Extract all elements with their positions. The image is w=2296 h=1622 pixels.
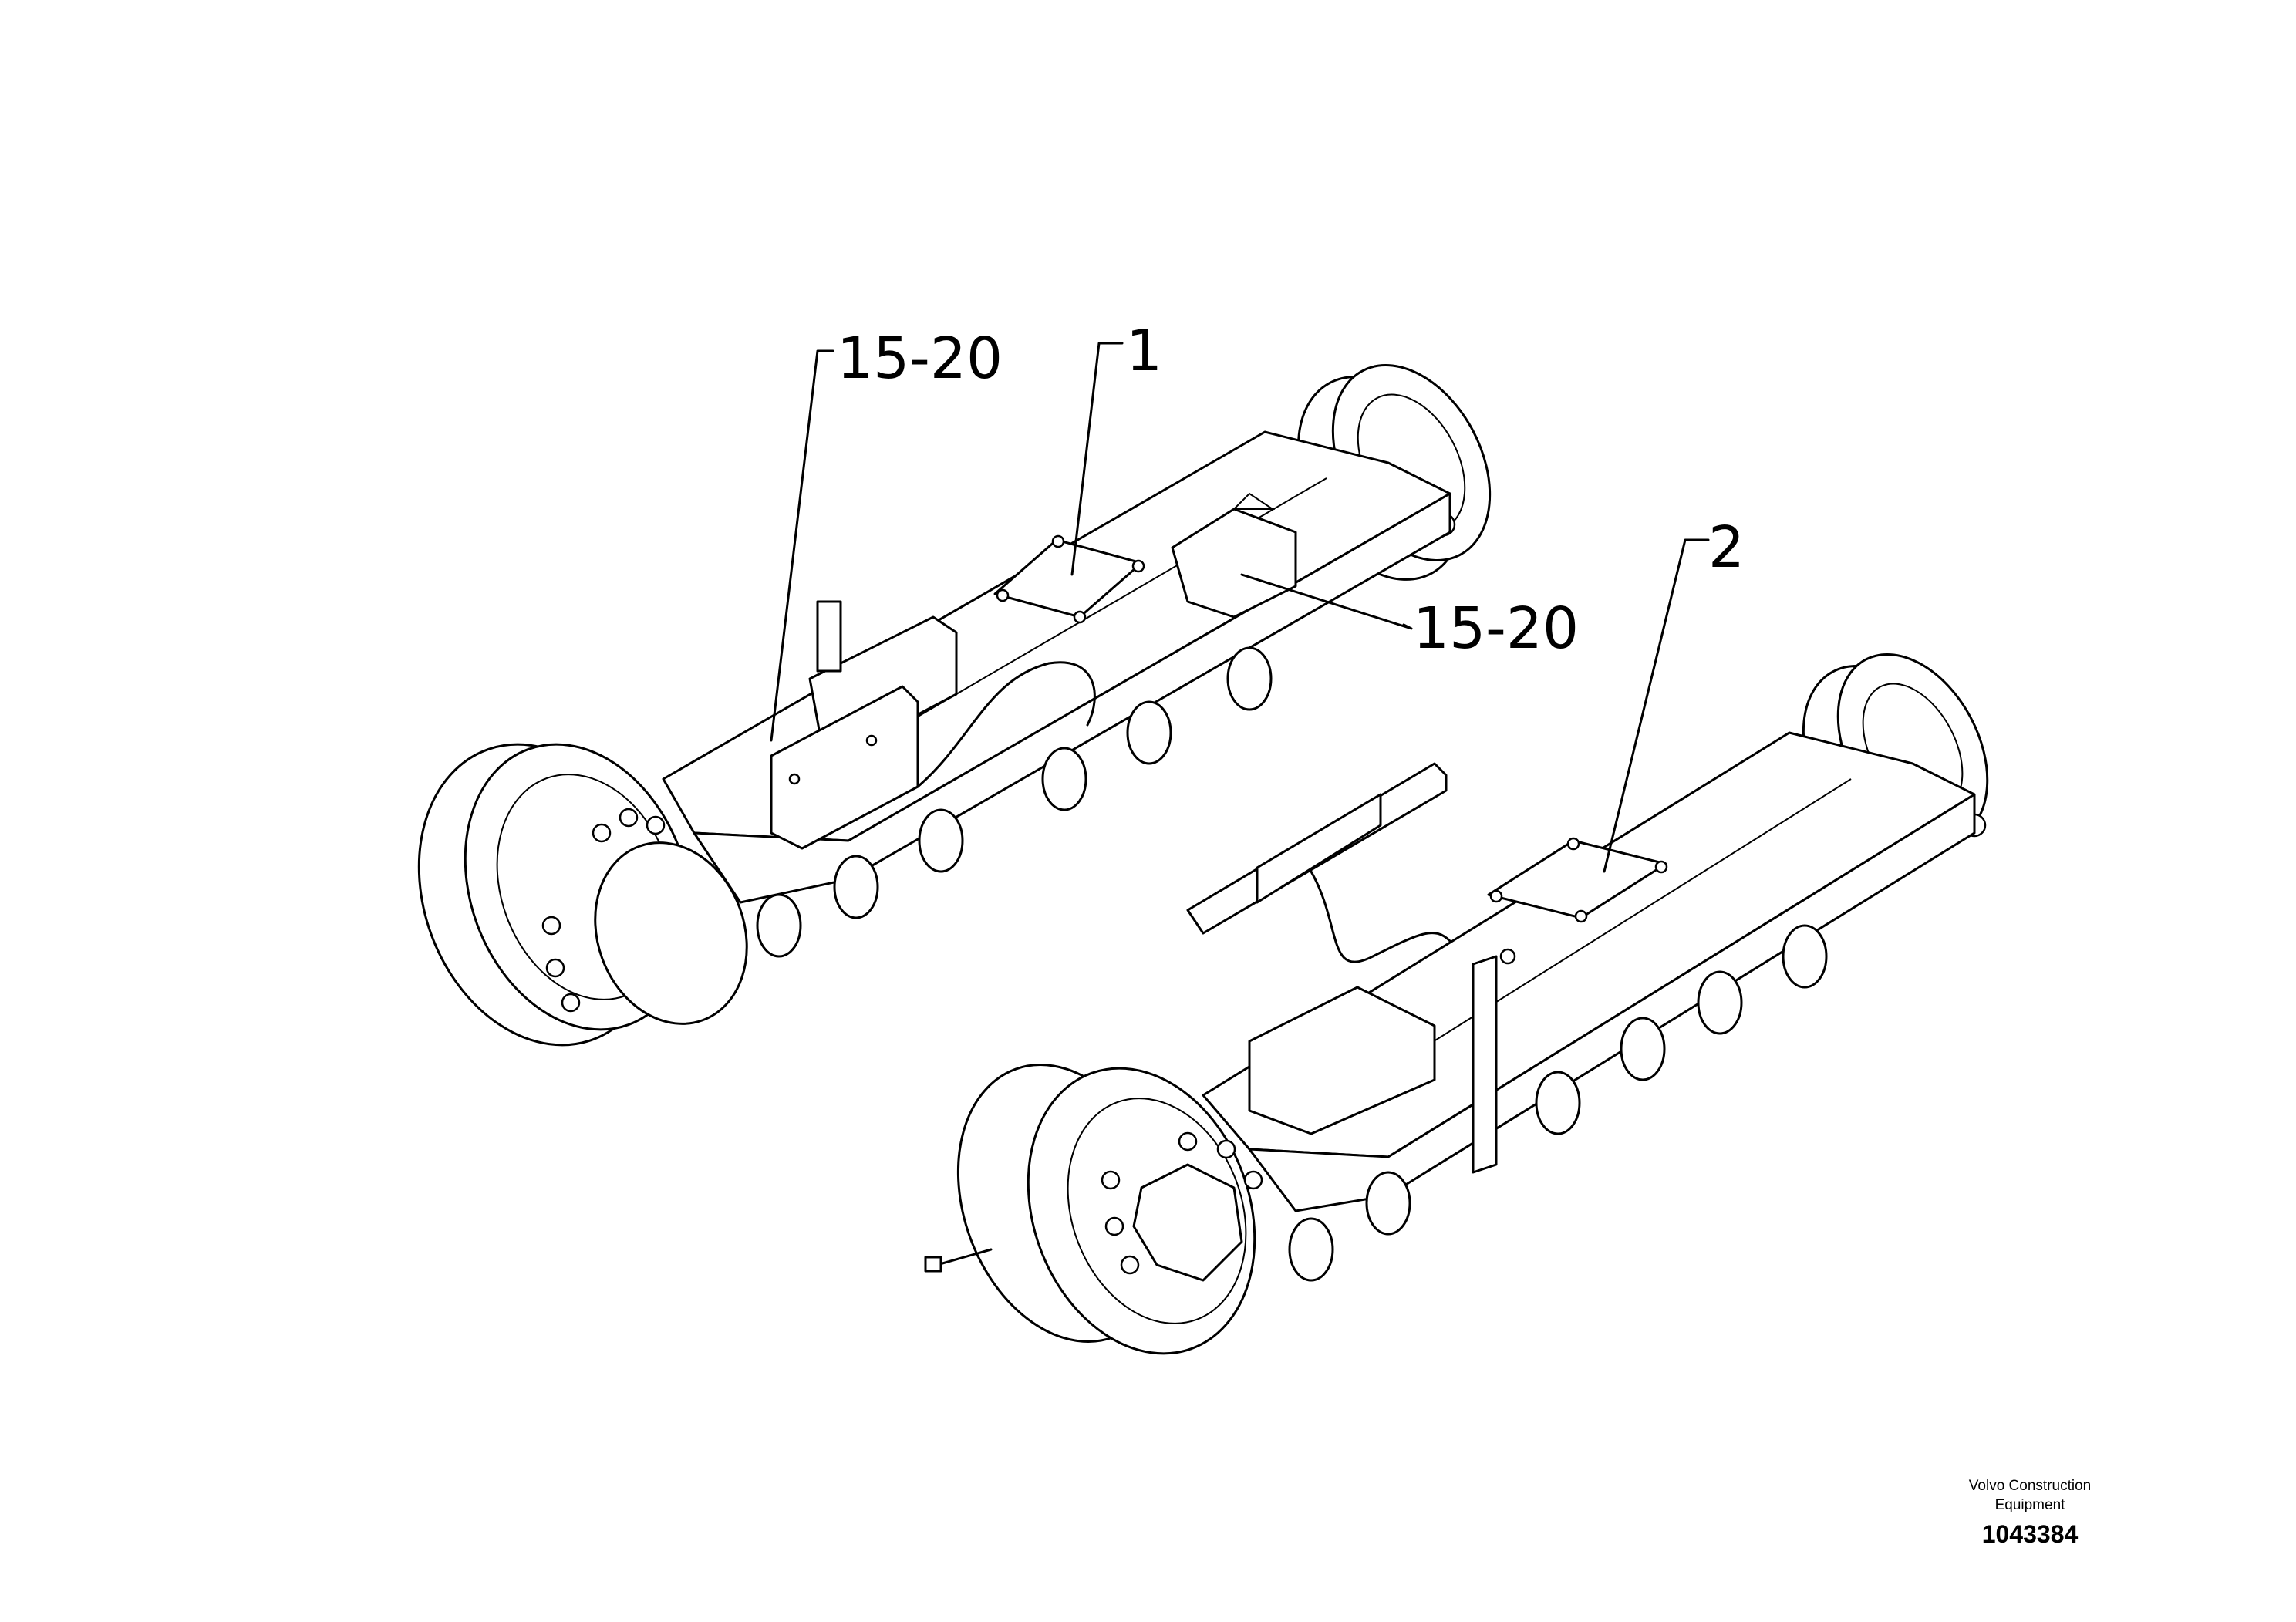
callout-label: 2	[1708, 514, 1745, 581]
callout-1: 1	[1070, 318, 1162, 576]
callout-15-20-right: 15-20	[1240, 573, 1579, 662]
upper-track-frame	[417, 364, 1492, 1047]
lower-track-frame	[924, 653, 1989, 1355]
company-name-line1: Volvo Construction	[1969, 1478, 2091, 1494]
footer-block: Volvo Construction Equipment 1043384	[1969, 1478, 2091, 1548]
company-name-line2: Equipment	[1995, 1497, 2066, 1513]
callout-label: 15-20	[837, 325, 1003, 392]
callout-label: 15-20	[1413, 595, 1579, 662]
callout-label: 1	[1126, 318, 1162, 384]
callout-15-20-left: 15-20	[770, 325, 1003, 742]
drawing-number: 1043384	[1982, 1520, 2079, 1548]
callout-2: 2	[1603, 514, 1745, 873]
